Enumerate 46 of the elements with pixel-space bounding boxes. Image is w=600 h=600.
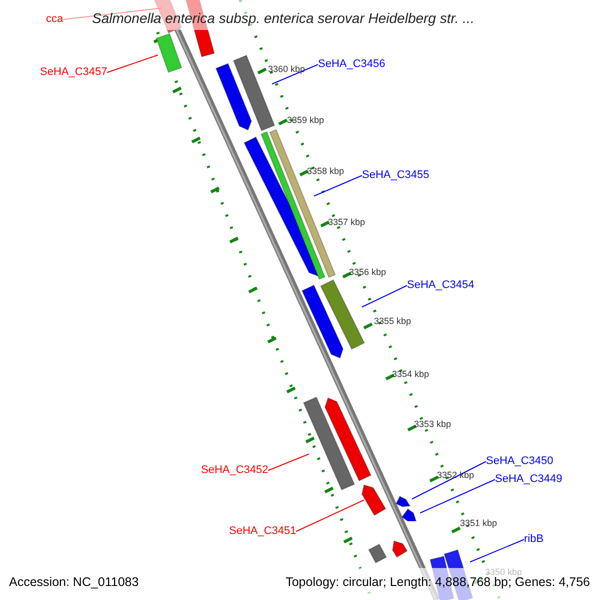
title: Salmonella enterica subsp. enterica serovar Heidelberg str. ... [92, 11, 474, 25]
gene-label: SeHA_C3449 [495, 474, 562, 485]
gene-feature [260, 131, 326, 280]
leader-line [314, 175, 362, 196]
gene-feature [392, 540, 408, 558]
position-label: 3357 kbp [328, 218, 366, 227]
gene-label: SeHA_C3450 [486, 456, 554, 467]
gene-feature [156, 33, 182, 73]
gene-label: SeHA_C3457 [40, 67, 108, 78]
leader-line [362, 285, 408, 308]
position-label: 3352 kbp [437, 471, 474, 480]
gene-label: ribB [524, 534, 544, 545]
gene-feature [320, 279, 365, 350]
gene-feature [215, 62, 252, 131]
position-label: 3359 kbp [287, 116, 324, 125]
position-label: 3351 kbp [460, 519, 498, 528]
position-label: 3354 kbp [392, 370, 430, 379]
gene-feature [396, 496, 411, 508]
position-label: 3358 kbp [307, 167, 344, 176]
summary-text: Topology: circular; Length: 4,888,768 bp; Genes: 4,756 [286, 576, 590, 588]
leader-line [62, 8, 162, 20]
leader-line [106, 54, 158, 73]
leader-line [296, 500, 364, 532]
gene-feature [361, 484, 386, 516]
accession-text: Accession: NC_011083 [9, 576, 139, 588]
gene-label: SeHA_C3456 [318, 59, 386, 70]
gene-feature [302, 396, 356, 490]
gene-feature [401, 508, 417, 522]
gene-label: SeHA_C3452 [201, 465, 268, 476]
gene-label: cca [46, 14, 64, 25]
position-label: 3353 kbp [414, 420, 452, 429]
leader-line [420, 479, 496, 514]
gene-feature [368, 544, 387, 564]
position-label: 3350 kbp [485, 568, 522, 577]
position-label: 3360 kbp [268, 65, 306, 74]
leader-line [272, 64, 318, 84]
gene-feature [301, 284, 344, 359]
position-label: 3356 kbp [349, 268, 386, 277]
gene-feature [324, 397, 372, 482]
gene-label: SeHA_C3454 [407, 280, 474, 291]
leader-line [470, 539, 524, 562]
gene-label: SeHA_C3451 [229, 526, 296, 537]
position-label: 3355 kbp [374, 317, 412, 326]
leader-line [412, 461, 486, 500]
leader-line [268, 454, 310, 471]
gene-label: SeHA_C3455 [362, 170, 430, 181]
